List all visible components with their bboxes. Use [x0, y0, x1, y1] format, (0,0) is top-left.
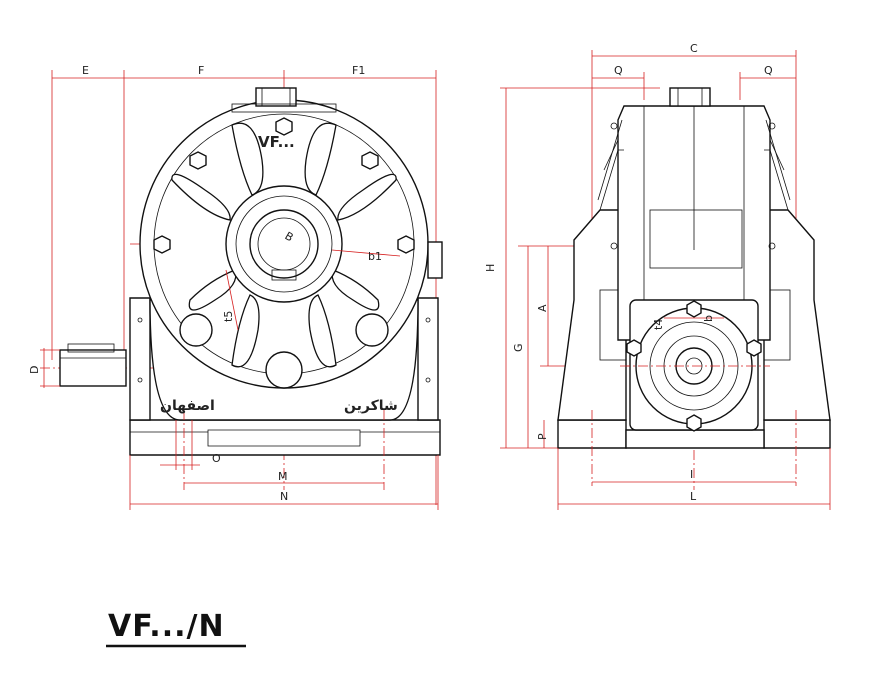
dim-N: N [280, 490, 288, 503]
dim-b1: b1 [368, 250, 382, 263]
dim-M: M [278, 470, 288, 483]
dim-F1: F1 [352, 64, 365, 77]
dim-E: E [82, 64, 89, 77]
dim-L: L [690, 490, 697, 503]
dim-D: D [28, 366, 41, 374]
dim-F: F [198, 64, 204, 77]
dim-I: I [690, 468, 693, 481]
dim-H: H [484, 264, 497, 272]
housing-ribs [171, 122, 397, 368]
dim-Q-right: Q [764, 64, 773, 77]
dimension-labels: E F F1 C Q Q H G A P D O M N I L B b1 t5… [28, 42, 773, 503]
dim-Q-left: Q [614, 64, 623, 77]
front-view [40, 70, 443, 510]
caption: VF.../N [106, 609, 246, 648]
dim-t5: t5 [222, 311, 235, 322]
model-mark: VF... [258, 133, 295, 151]
dim-O: O [212, 452, 221, 465]
dim-b: b [702, 315, 715, 322]
caption-text: VF.../N [108, 609, 225, 644]
dim-P: P [536, 433, 549, 440]
dim-t4: t4 [652, 319, 665, 330]
dim-C: C [690, 42, 698, 55]
side-view [500, 50, 831, 510]
casting-text-right: شاکرین [344, 398, 398, 414]
dim-G: G [512, 343, 525, 352]
dim-A: A [536, 304, 549, 312]
casting-text-left: اصفهان [160, 398, 215, 414]
casting-marks: VF... اصفهان شاکرین [160, 133, 398, 414]
